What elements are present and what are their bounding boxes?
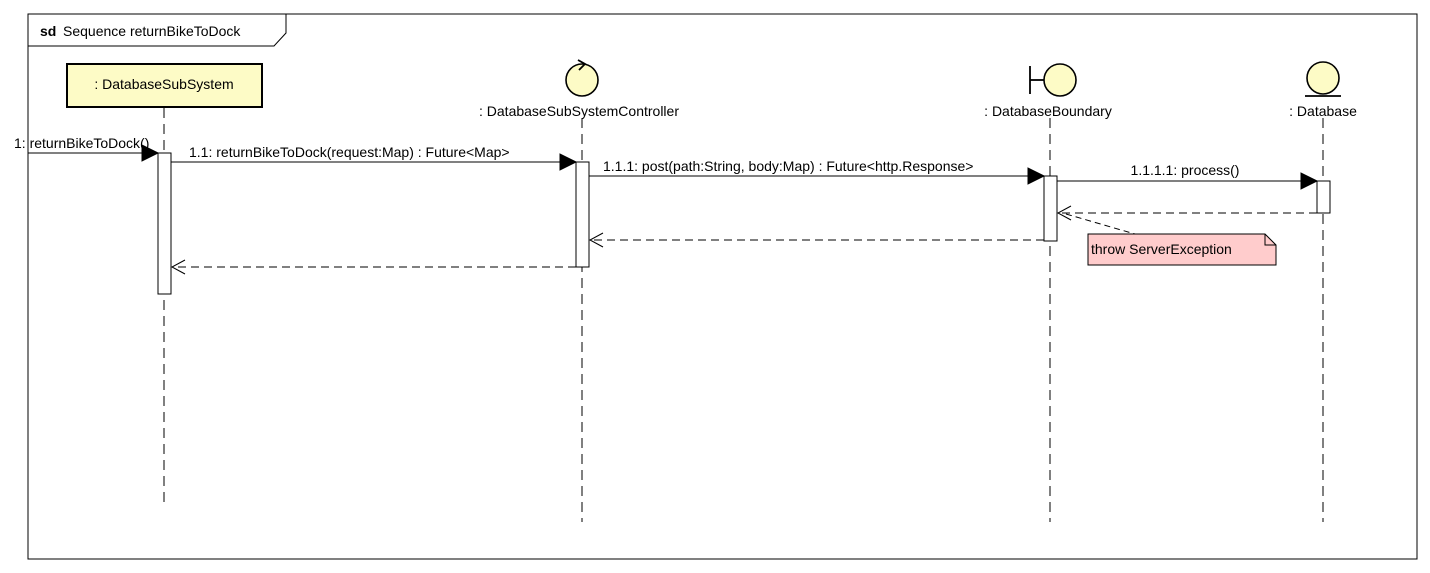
arrowhead [1300,172,1319,190]
arrowhead [559,153,578,171]
open-arrowhead [170,259,186,275]
message-label: 1.1.1.1: process() [1131,162,1240,178]
frame-title-tab [28,14,287,47]
participant-label: : DatabaseSubSystem [94,76,233,92]
participant-subsystem: : DatabaseSubSystem [66,63,263,108]
participant-controller: : DatabaseSubSystemController [479,59,679,119]
control-arrow [577,59,587,71]
activation-controller [575,161,590,268]
open-arrowhead [588,232,604,248]
activation-boundary [1043,175,1058,242]
participant-database: : Database [1289,61,1357,119]
arrowhead [1027,167,1046,185]
participant-label: : DatabaseBoundary [984,103,1112,119]
message-1-1: 1.1: returnBikeToDock(request:Map) : Fut… [171,144,578,171]
participant-box [66,63,263,108]
return-message-controller [170,259,576,275]
boundary-icon [1043,63,1077,97]
message-1-1-1: 1.1.1: post(path:String, body:Map) : Fut… [589,158,1046,185]
return-message-boundary [588,232,1044,248]
message-1-1-1-1: 1.1.1.1: process() [1057,162,1319,190]
note-fold [1264,234,1276,246]
arrowhead [141,144,160,162]
participant-label: : Database [1289,103,1357,119]
frame-keyword: sd [40,23,56,39]
activation-database [1316,180,1331,214]
note-body [1087,233,1277,266]
open-arrowhead [1056,205,1072,221]
activation-subsystem [157,152,172,295]
control-icon [565,63,599,97]
note-text: throw ServerException [1091,241,1232,257]
entity-icon [1306,61,1340,95]
message-label: 1: returnBikeToDock() [14,135,149,151]
note-connector [1065,213,1136,235]
message-label: 1.1: returnBikeToDock(request:Map) : Fut… [189,144,510,160]
frame-title: Sequence returnBikeToDock [63,23,241,39]
return-message-database [1056,205,1317,221]
participant-label: : DatabaseSubSystemController [479,103,679,119]
participant-boundary: : DatabaseBoundary [984,63,1112,119]
message-1: 1: returnBikeToDock() [14,135,160,162]
exception-note: throw ServerException [1065,213,1277,266]
message-label: 1.1.1: post(path:String, body:Map) : Fut… [603,158,973,174]
